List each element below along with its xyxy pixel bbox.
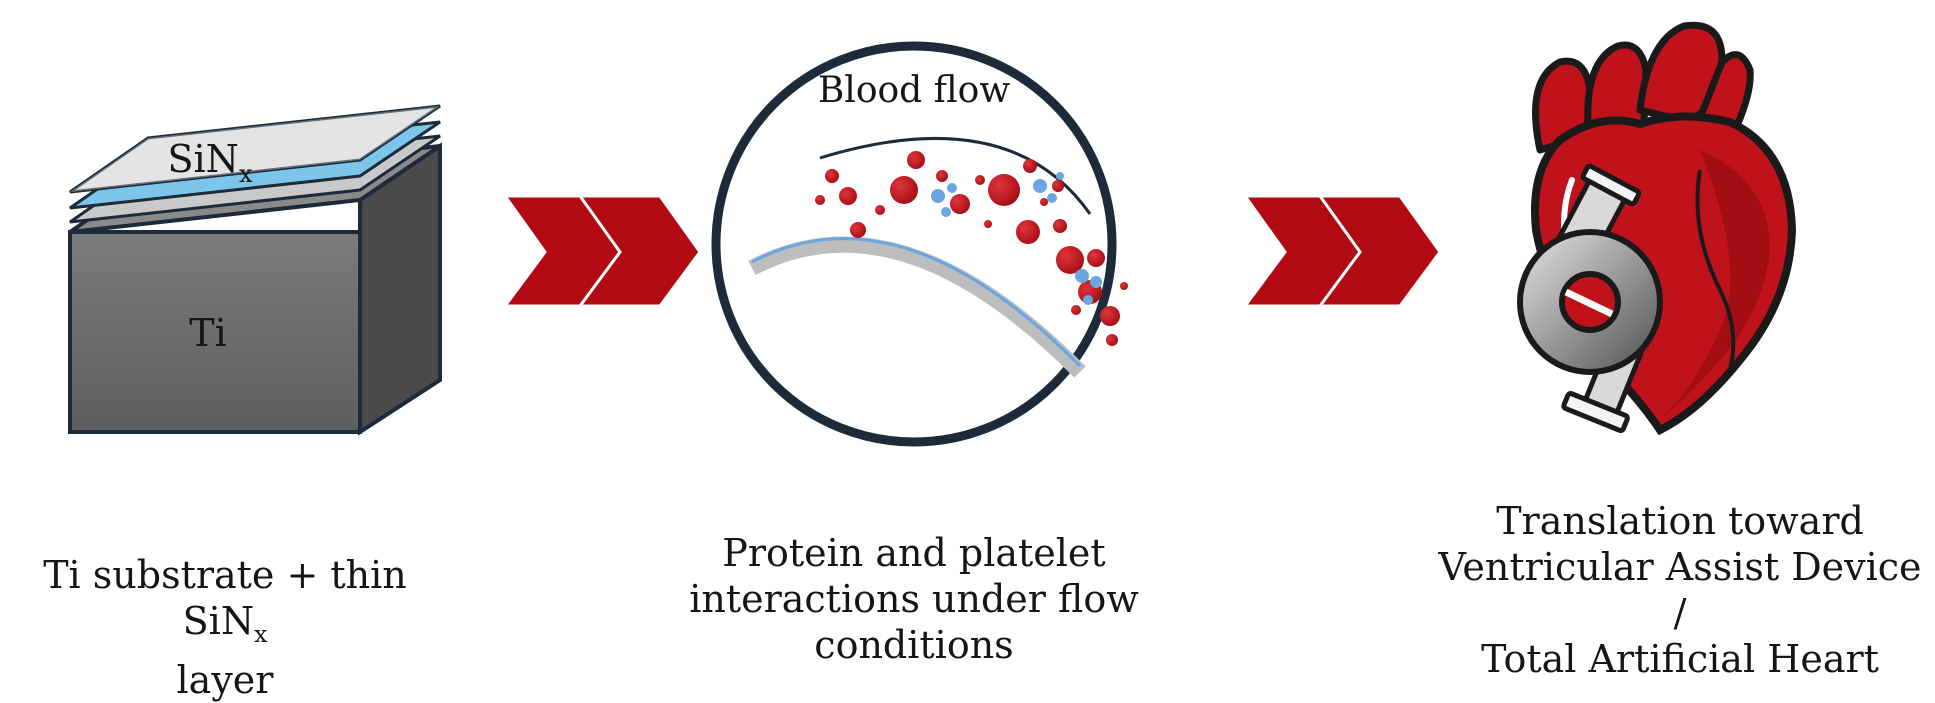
device-caption: Translation toward Ventricular Assist De… [1430,498,1930,682]
platelets [931,172,1102,305]
red-blood-cells [815,151,1128,346]
ti-block-front [68,230,362,434]
rbc [1087,249,1105,267]
vessel-substrate-gray [748,236,1086,378]
rbc [850,222,866,238]
platelet [1083,295,1093,305]
rbc [984,220,992,228]
rbc [1016,220,1040,244]
flow-caption-line2: interactions under flow [689,577,1139,621]
rbc [1100,306,1120,326]
substrate-caption: Ti substrate + thin SiNx layer [10,552,440,703]
rbc [1120,282,1128,290]
sinx-layer-label: SiNx [168,137,253,188]
rbc [1053,219,1067,233]
device-caption-line3: Total Artificial Heart [1481,637,1879,681]
flow-caption-line3: conditions [814,623,1014,667]
platelet [1090,276,1102,288]
rbc [890,176,918,204]
flow-caption: Protein and platelet interactions under … [684,530,1144,668]
rbc [936,170,948,182]
rbc [1040,198,1048,206]
device-caption-line2: Ventricular Assist Device / [1438,545,1922,635]
ti-block-label: Ti [189,311,227,355]
blood-flow-panel: Blood flow [711,41,1128,447]
rbc [1071,305,1081,315]
rbc [839,187,857,205]
platelet [1056,172,1064,180]
platelet [941,207,951,217]
flow-caption-line1: Protein and platelet [722,531,1106,575]
platelet [931,189,945,203]
rbc [988,174,1020,206]
double-chevron-arrow-icon [502,194,702,308]
platelet [1047,193,1057,203]
rbc [950,194,970,214]
platelet [1075,269,1089,283]
rbc [875,205,885,215]
vessel-upper-wall [819,136,1092,215]
sinx-top-plate [69,104,441,194]
heart-pump-icon [1517,21,1797,436]
blood-flow-title: Blood flow [818,70,1010,111]
rbc [825,169,839,183]
double-chevron-arrow-icon [1242,194,1442,308]
rbc [1056,246,1084,274]
substrate-caption-line1: Ti substrate + thin SiNx [43,553,407,649]
substrate-caption-line2: layer [176,658,274,703]
vessel-substrate-blue [751,237,1082,368]
rbc [815,195,825,205]
platelet [1033,179,1047,193]
rbc [1052,180,1064,192]
rbc [1106,334,1118,346]
platelet [947,183,957,193]
flow-circle-outline [711,41,1117,447]
device-caption-line1: Translation toward [1496,499,1864,543]
heart-coronary-line [1695,169,1736,371]
heart-shadow [1662,150,1770,418]
rbc [975,175,985,185]
heart-vessels [1532,21,1754,154]
substrate-stack: SiNx Ti [68,104,442,436]
rbc [1023,159,1037,173]
rbc [907,151,925,169]
